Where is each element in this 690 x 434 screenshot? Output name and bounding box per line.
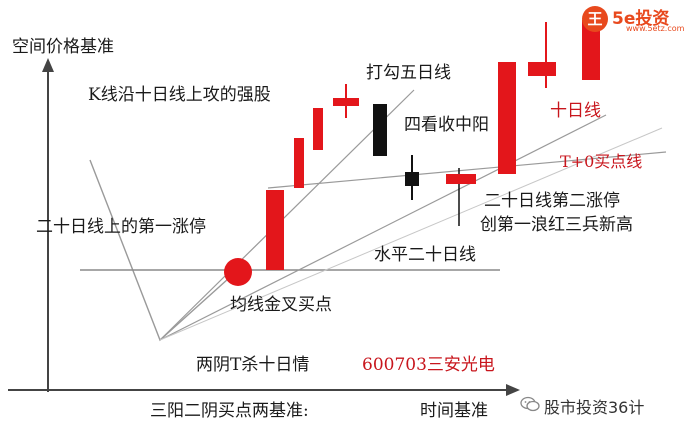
wechat-icon	[520, 396, 540, 412]
y-axis-label: 空间价格基准	[12, 37, 114, 57]
brand-logo: 王 5e投资 www.5etz.com	[582, 4, 688, 36]
label-liangyin: 两阴T杀十日情	[196, 355, 310, 375]
x-axis-arrow	[506, 384, 520, 396]
label-ershi-second-2: 创第一浪红三兵新高	[480, 215, 633, 235]
logo-icon: 王	[582, 6, 608, 32]
label-stock: 600703三安光电	[362, 355, 495, 375]
candle-black	[405, 172, 419, 186]
candles	[266, 20, 600, 270]
v-price-line	[89, 159, 239, 342]
watermark-text: 股市投资36计	[544, 398, 645, 417]
y-axis-arrow	[42, 58, 54, 72]
candle-black	[373, 104, 387, 156]
label-ershi-first: 二十日线上的第一涨停	[36, 217, 206, 237]
candle-red	[294, 138, 304, 188]
label-ershi-second-1: 二十日线第二涨停	[484, 191, 620, 211]
label-shiri: 十日线	[550, 101, 601, 121]
label-dagou: 打勾五日线	[366, 63, 451, 83]
candle-red	[582, 20, 600, 80]
candle-red	[313, 108, 323, 150]
label-sikan: 四看收中阳	[404, 115, 489, 135]
candle-red	[446, 174, 476, 184]
t0-buy-line	[159, 127, 663, 341]
x-axis-label: 时间基准	[420, 401, 488, 421]
ten-day-line	[159, 114, 607, 341]
label-shuiping: 水平二十日线	[374, 245, 476, 265]
candle-second-limit-up	[498, 62, 516, 174]
candle-red	[528, 62, 556, 76]
candle-first-limit-up	[266, 190, 284, 270]
twenty-day-line	[267, 151, 667, 189]
steep-line	[159, 89, 415, 341]
golden-cross-buy-point	[224, 258, 252, 286]
logo-text: 5e投资	[612, 9, 670, 29]
label-junxian: 均线金叉买点	[230, 295, 332, 315]
label-sanyang: 三阳二阴买点两基准:	[150, 401, 309, 421]
label-k-line-strong: K线沿十日线上攻的强股	[88, 85, 271, 105]
label-t0: T+0买点线	[560, 152, 643, 171]
logo-url: www.5etz.com	[626, 24, 685, 33]
candle-red	[333, 98, 359, 106]
